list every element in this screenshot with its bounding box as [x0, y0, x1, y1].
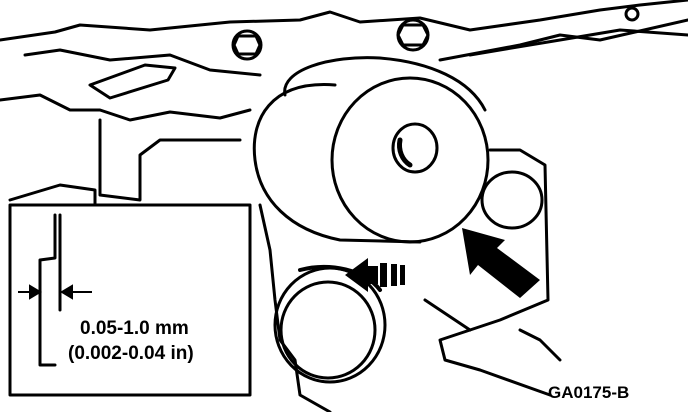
pointer-arrow-icon [462, 228, 540, 298]
right-bracket-inner [468, 28, 688, 57]
cylinder-face [330, 76, 490, 244]
inset-step-profile [38, 213, 57, 367]
housing-recess [480, 170, 544, 230]
seal-ring-outer [273, 266, 387, 384]
motion-dash-1 [380, 263, 387, 287]
cylinder-bore [391, 122, 439, 174]
cylinder-outer-rim [283, 56, 487, 112]
housing-lower-edge [0, 93, 252, 122]
cylinder-body [252, 83, 422, 244]
bracket-hole [624, 6, 640, 22]
gap-arrow-left-head [29, 284, 42, 300]
housing-bottom-right [423, 298, 562, 362]
bolt-right-head [396, 23, 430, 47]
seal-ring-inner [279, 280, 377, 380]
housing-left-frame [8, 183, 97, 207]
spec-metric-label: 0.05-1.0 mm [80, 318, 189, 339]
bore-shading [397, 137, 413, 168]
spec-imperial-label: (0.002-0.04 in) [68, 343, 194, 364]
bolt-left-head [232, 34, 262, 56]
inset-box [8, 203, 252, 397]
gap-arrow-right-head [60, 284, 73, 300]
figure-code-label: GA0175-B [548, 383, 630, 402]
housing-right-wall [438, 148, 552, 397]
housing-slot [88, 63, 177, 100]
housing-lower-wall [258, 203, 332, 414]
housing-outline [0, 0, 688, 42]
motion-dash-3 [400, 265, 405, 285]
seal-ring-lip [298, 265, 382, 292]
motion-dash-2 [391, 264, 397, 286]
housing-upper-rib [23, 48, 262, 77]
motion-arrow-icon [345, 258, 378, 292]
housing-bracket [98, 118, 242, 202]
